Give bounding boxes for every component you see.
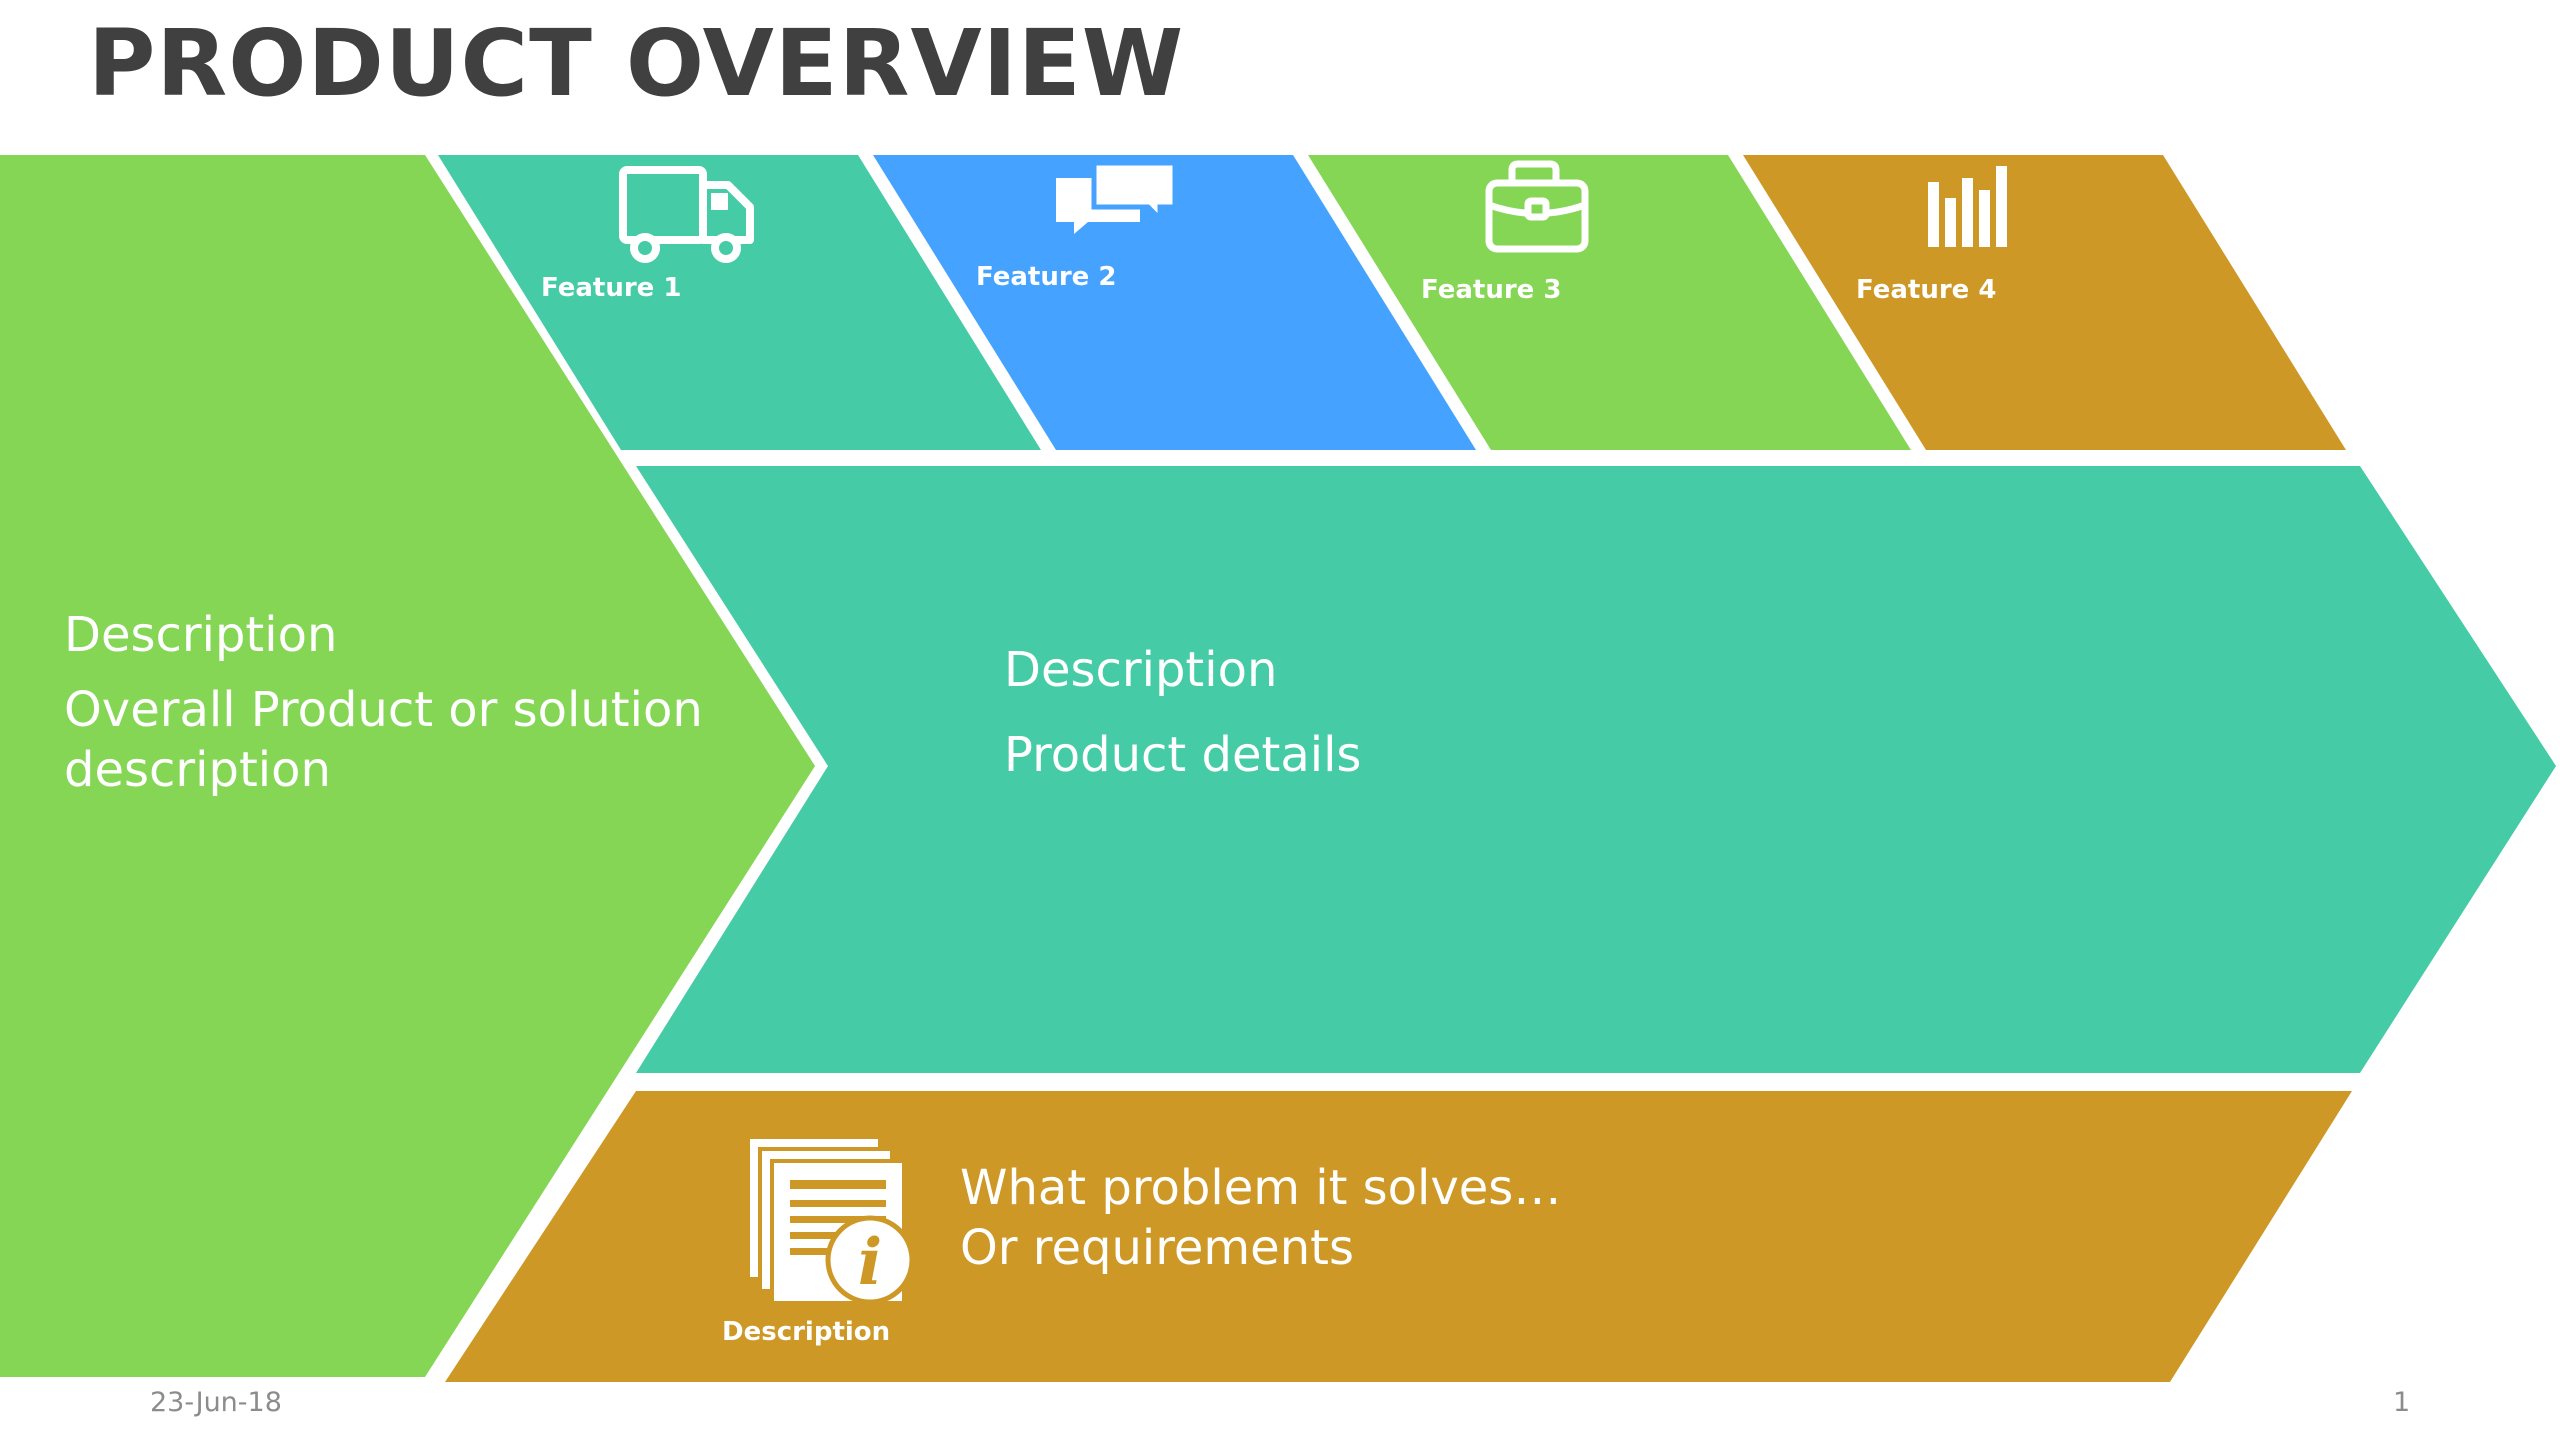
left-description-line2: description <box>64 742 331 798</box>
feature-3-label: Feature 3 <box>1421 275 1562 305</box>
left-description-line1: Overall Product or solution <box>64 682 703 738</box>
feature-1-label: Feature 1 <box>541 273 682 303</box>
briefcase-icon <box>1485 160 1589 253</box>
main-description-heading: Description <box>1004 642 1278 698</box>
left-chevron-shape <box>0 155 815 1377</box>
main-description-text: Product details <box>1004 727 1362 783</box>
feature-3-shape <box>1308 155 1911 450</box>
svg-text:i: i <box>858 1225 882 1300</box>
feature-2-label: Feature 2 <box>976 262 1117 292</box>
feature-2-shape <box>873 155 1476 450</box>
truck-icon <box>619 166 754 263</box>
main-arrow-shape <box>636 466 2556 1073</box>
feature-1-shape <box>438 155 1041 450</box>
feature-4-shape <box>1743 155 2346 450</box>
bottom-text-line1: What problem it solves… <box>960 1160 1562 1216</box>
bottom-band-shape <box>445 1091 2352 1382</box>
chat-bubbles-icon <box>1056 160 1178 234</box>
bottom-text-line2: Or requirements <box>960 1220 1354 1276</box>
footer-page-number: 1 <box>2393 1387 2411 1418</box>
feature-4-label: Feature 4 <box>1856 275 1997 305</box>
bottom-icon-caption: Description <box>722 1317 891 1347</box>
page-title: PRODUCT OVERVIEW <box>88 10 1185 117</box>
bar-chart-icon <box>1928 166 2007 247</box>
document-info-icon: i <box>746 1135 915 1305</box>
footer-date: 23-Jun-18 <box>150 1387 282 1418</box>
left-description-heading: Description <box>64 607 338 663</box>
